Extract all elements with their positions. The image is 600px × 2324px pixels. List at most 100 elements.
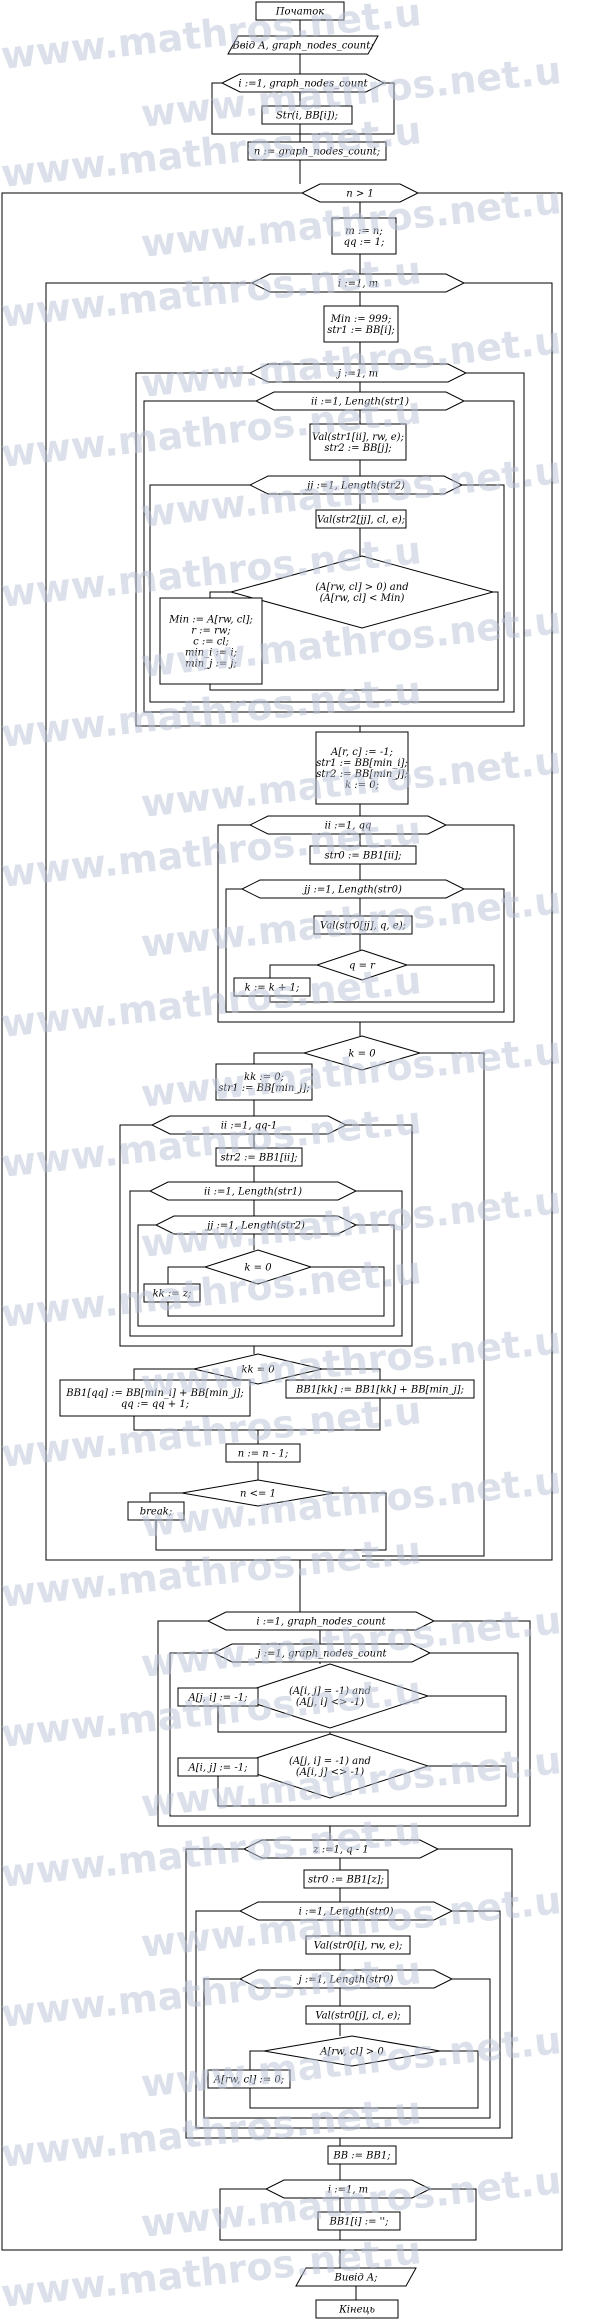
text-line: (A[rw, cl] < Min) <box>320 593 405 604</box>
kk_init-text: kk := 0;str1 := BB[min_j]; <box>218 1072 310 1094</box>
text-line: Ввід A, graph_nodes_count; <box>231 41 373 52</box>
n_assign-block <box>247 141 387 161</box>
loop_jj_str0-text: jj :=1, Length(str0) <box>302 885 402 896</box>
cond_k2-text: k = 0 <box>244 1263 272 1274</box>
loop-line <box>330 1695 507 1733</box>
n_assign-text: n := graph_nodes_count; <box>254 147 380 158</box>
text-line: (A[i, j] <> -1) <box>296 1767 364 1778</box>
assign_a1-text: A[j, i] := -1; <box>188 1693 248 1704</box>
text-line: (A[rw, cl] > 0) and <box>315 582 408 593</box>
str2_bb1-block <box>215 1147 303 1167</box>
text-line: str0 := BB1[z]; <box>308 1875 384 1886</box>
loop_j_g-text: j :=1, graph_nodes_count <box>255 1649 387 1660</box>
loop_z-text: z :=1, q - 1 <box>312 1845 368 1856</box>
text-line: k = 0 <box>348 1049 376 1060</box>
loop-line <box>258 1266 385 1317</box>
cond_q_r-text: q = r <box>349 961 376 972</box>
text-line: (A[i, j] = -1) and <box>289 1686 371 1697</box>
loop-line <box>253 1052 304 1064</box>
loop-line <box>155 1520 258 1551</box>
loop_i_g-text: i :=1, graph_nodes_count <box>256 1617 386 1628</box>
loop_i_str0-text: i :=1, Length(str0) <box>299 1907 394 1918</box>
bb1_left-block <box>59 1379 251 1417</box>
loop-line <box>225 888 505 1013</box>
after_min-text: A[r, c] := -1;str1 := BB[min_i];str2 := … <box>316 747 408 791</box>
loop-line <box>211 82 395 135</box>
loop-line <box>322 1368 381 1380</box>
cond_k-text: k = 0 <box>348 1049 376 1060</box>
loop-line <box>362 1052 485 1557</box>
val_j-text: Val(str0[j], cl, e); <box>315 2011 400 2022</box>
kk_assign-text: kk := z; <box>153 1289 192 1300</box>
text-line: break; <box>140 1507 173 1518</box>
bb_bb1-text: BB := BB1; <box>332 2151 390 2162</box>
n_dec-block <box>225 1443 301 1463</box>
bb1_left-text: BB1[qq] := BB[min_i] + BB[min_j];qq := q… <box>65 1388 243 1410</box>
loop-line <box>362 964 495 1003</box>
text-line: n := graph_nodes_count; <box>254 147 380 158</box>
loop_ii_len-text: ii :=1, Length(str1) <box>204 1187 302 1198</box>
text-line: ii :=1, qq-1 <box>221 1121 278 1132</box>
min_update-text: Min := A[rw, cl];r := rw;c := cl;min_i :… <box>168 615 253 670</box>
loop_init-text: i :=1, graph_nodes_count <box>238 79 368 90</box>
text-line: n > 1 <box>346 189 374 200</box>
str0_assign-text: str0 := BB1[ii]; <box>324 851 401 862</box>
cond_a3-decision <box>263 2035 441 2067</box>
loop-line <box>45 282 553 1561</box>
text-line: kk := z; <box>153 1289 192 1300</box>
loop_ii_1-text: ii :=1, Length(str1) <box>311 397 409 408</box>
text-line: Кінець <box>338 2305 375 2316</box>
text-line: i :=1, Length(str0) <box>299 1907 394 1918</box>
while_n-text: n > 1 <box>346 189 374 200</box>
min_init-text: Min := 999;str1 := BB[i]; <box>327 314 394 336</box>
text-line: n <= 1 <box>240 1489 276 1500</box>
loop-line <box>137 1224 395 1327</box>
text-line: A[r, c] := -1; <box>330 747 393 758</box>
cond_kk-decision <box>193 1353 323 1385</box>
text-line: str2 := BB1[ii]; <box>220 1153 297 1164</box>
cond_a1-text: (A[i, j] = -1) and(A[j, i] <> -1) <box>289 1686 371 1708</box>
text-line: Вивід A; <box>334 2273 378 2284</box>
text-line: ii :=1, qq <box>325 821 372 832</box>
cond_a2-decision <box>230 1733 430 1799</box>
text-line: qq := qq + 1; <box>121 1399 189 1410</box>
break_text-text: break; <box>140 1507 173 1518</box>
val_ii-text: Val(str1[ii], rw, e);str2 := BB[j]; <box>312 432 404 454</box>
loop-line <box>135 372 525 727</box>
cond_k2-decision <box>203 1249 313 1285</box>
n_dec-text: n := n - 1; <box>238 1449 288 1460</box>
text-line: q = r <box>349 961 376 972</box>
cond_n-text: n <= 1 <box>240 1489 276 1500</box>
text-line: Початок <box>275 7 324 18</box>
loop-line <box>219 2188 477 2241</box>
end-terminator <box>315 2299 399 2319</box>
k_inc-block <box>233 977 311 997</box>
str0_assign-block <box>309 845 417 865</box>
val_ii-block <box>309 423 407 461</box>
text-line: Val(str0[j], cl, e); <box>315 2011 400 2022</box>
cond_n-decision <box>181 1479 335 1507</box>
loop_j_m-text: j :=1, m <box>336 369 378 380</box>
input-text: Ввід A, graph_nodes_count; <box>231 41 373 52</box>
text-line: j :=1, Length(str0) <box>297 1975 394 1986</box>
text-line: Val(str0[jj], q, e); <box>320 921 406 932</box>
m_assign-block <box>331 217 397 255</box>
loop-line <box>352 2050 479 2109</box>
text-line: (A[j, i] = -1) and <box>289 1756 371 1767</box>
cond_a1-decision <box>230 1663 430 1729</box>
loop_i_m2-text: i :=1, m <box>328 2185 368 2196</box>
loop-line <box>249 2050 264 2070</box>
cond_a3-text: A[rw, cl] > 0 <box>319 2047 384 2058</box>
text-line: str2 := BB[j]; <box>324 443 391 454</box>
cond_min-decision <box>229 555 495 629</box>
text-line: A[rw, cl] > 0 <box>319 2047 384 2058</box>
loop-line <box>133 1398 381 1431</box>
val_i-block <box>305 1935 411 1955</box>
loop-line <box>269 964 317 978</box>
loop-line <box>217 1776 330 1807</box>
text-line: min_j := j; <box>185 659 237 670</box>
text-line: ii :=1, Length(str1) <box>204 1187 302 1198</box>
loop_j_str0-text: j :=1, Length(str0) <box>297 1975 394 1986</box>
text-line: r := rw; <box>191 626 231 637</box>
